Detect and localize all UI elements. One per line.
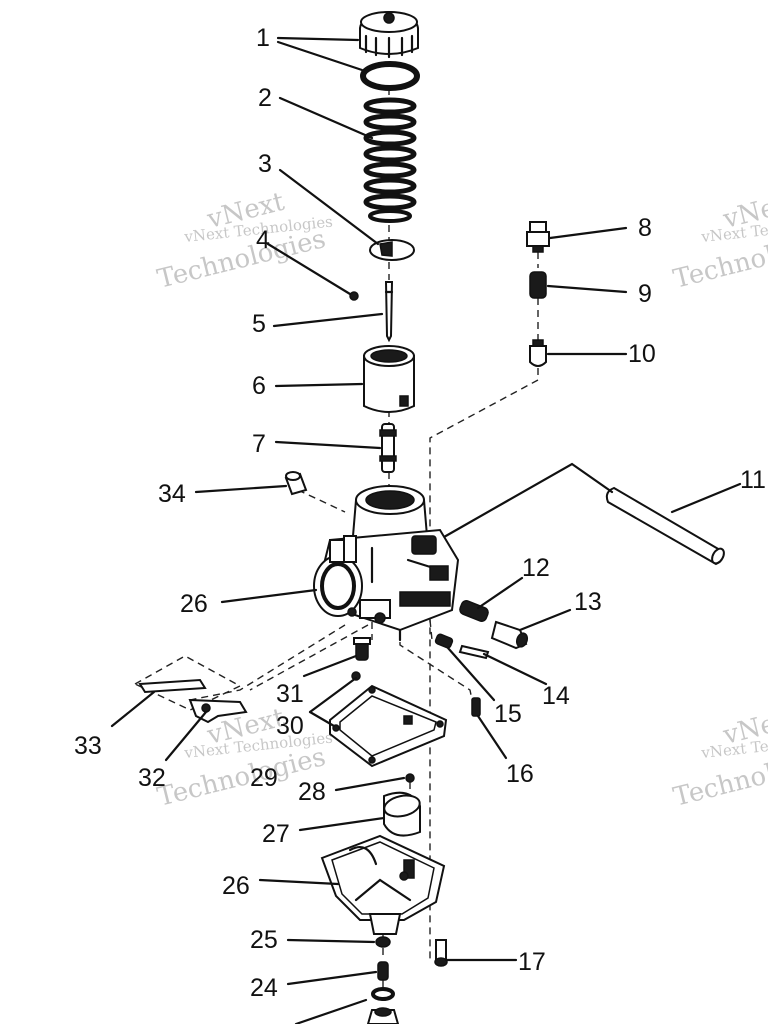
callout-4: 4	[256, 226, 270, 254]
part-float-bowl-gasket	[329, 684, 448, 768]
part-jet-16	[471, 697, 481, 717]
part-float	[383, 791, 421, 837]
part-plunger-10	[529, 339, 547, 367]
leader-lines	[110, 36, 742, 1024]
part-throttle-slide	[363, 345, 415, 413]
part-washer	[360, 61, 420, 91]
callout-11: 11	[740, 466, 766, 494]
callout-31: 31	[276, 680, 304, 708]
callout-10: 10	[628, 340, 656, 368]
callout-8: 8	[638, 214, 652, 242]
part-e-clip	[349, 291, 359, 301]
callout-25: 25	[250, 926, 278, 954]
part-spring-9	[529, 271, 547, 299]
callout-34: 34	[158, 480, 186, 508]
callout-28: 28	[298, 778, 326, 806]
callout-7: 7	[252, 430, 266, 458]
callout-12: 12	[522, 554, 550, 582]
part-bottom-washer	[366, 987, 400, 1024]
callout-3: 3	[258, 150, 272, 178]
part-spring	[363, 97, 417, 223]
callout-1: 1	[256, 24, 270, 52]
callout-9: 9	[638, 280, 652, 308]
callout-14: 14	[542, 682, 570, 710]
callout-labels: 1 2 3 4 5 6 7 8 9 10 11 12 13 14 15 16 1…	[74, 24, 766, 1002]
part-jet-31	[351, 637, 371, 681]
part-spring-14	[458, 644, 490, 660]
watermark-group: vNext Technologies Technologies vNext vN…	[154, 187, 768, 813]
part-screw-13	[490, 620, 529, 650]
part-jet-24	[377, 961, 389, 981]
part-screw-8	[526, 221, 550, 253]
part-float-pin-bracket	[134, 655, 248, 724]
part-retainer-plate	[369, 239, 415, 261]
callout-2: 2	[258, 84, 272, 112]
part-needle-jet	[379, 423, 397, 473]
callout-27: 27	[262, 820, 290, 848]
callout-24: 24	[250, 974, 278, 1002]
callout-17: 17	[518, 948, 546, 976]
part-jet-25	[375, 936, 391, 948]
callout-26-upper: 26	[180, 590, 208, 618]
callout-6: 6	[252, 372, 266, 400]
callout-33: 33	[74, 732, 102, 760]
callout-13: 13	[574, 588, 602, 616]
part-spring-12	[459, 600, 489, 622]
part-cap-34	[284, 471, 308, 496]
part-plug-15	[434, 633, 454, 649]
callout-26-lower: 26	[222, 872, 250, 900]
part-cap	[359, 10, 419, 59]
part-vent-tube	[428, 462, 725, 566]
part-screw-17	[434, 939, 448, 967]
part-carburetor-body	[313, 485, 460, 642]
callout-5: 5	[252, 310, 266, 338]
part-float-bowl	[320, 834, 446, 935]
part-jet-needle	[384, 281, 394, 343]
callout-32: 32	[138, 764, 166, 792]
callout-16: 16	[506, 760, 534, 788]
callout-30: 30	[276, 712, 304, 740]
callout-29: 29	[250, 764, 278, 792]
callout-15: 15	[494, 700, 522, 728]
part-float-needle	[405, 773, 415, 783]
